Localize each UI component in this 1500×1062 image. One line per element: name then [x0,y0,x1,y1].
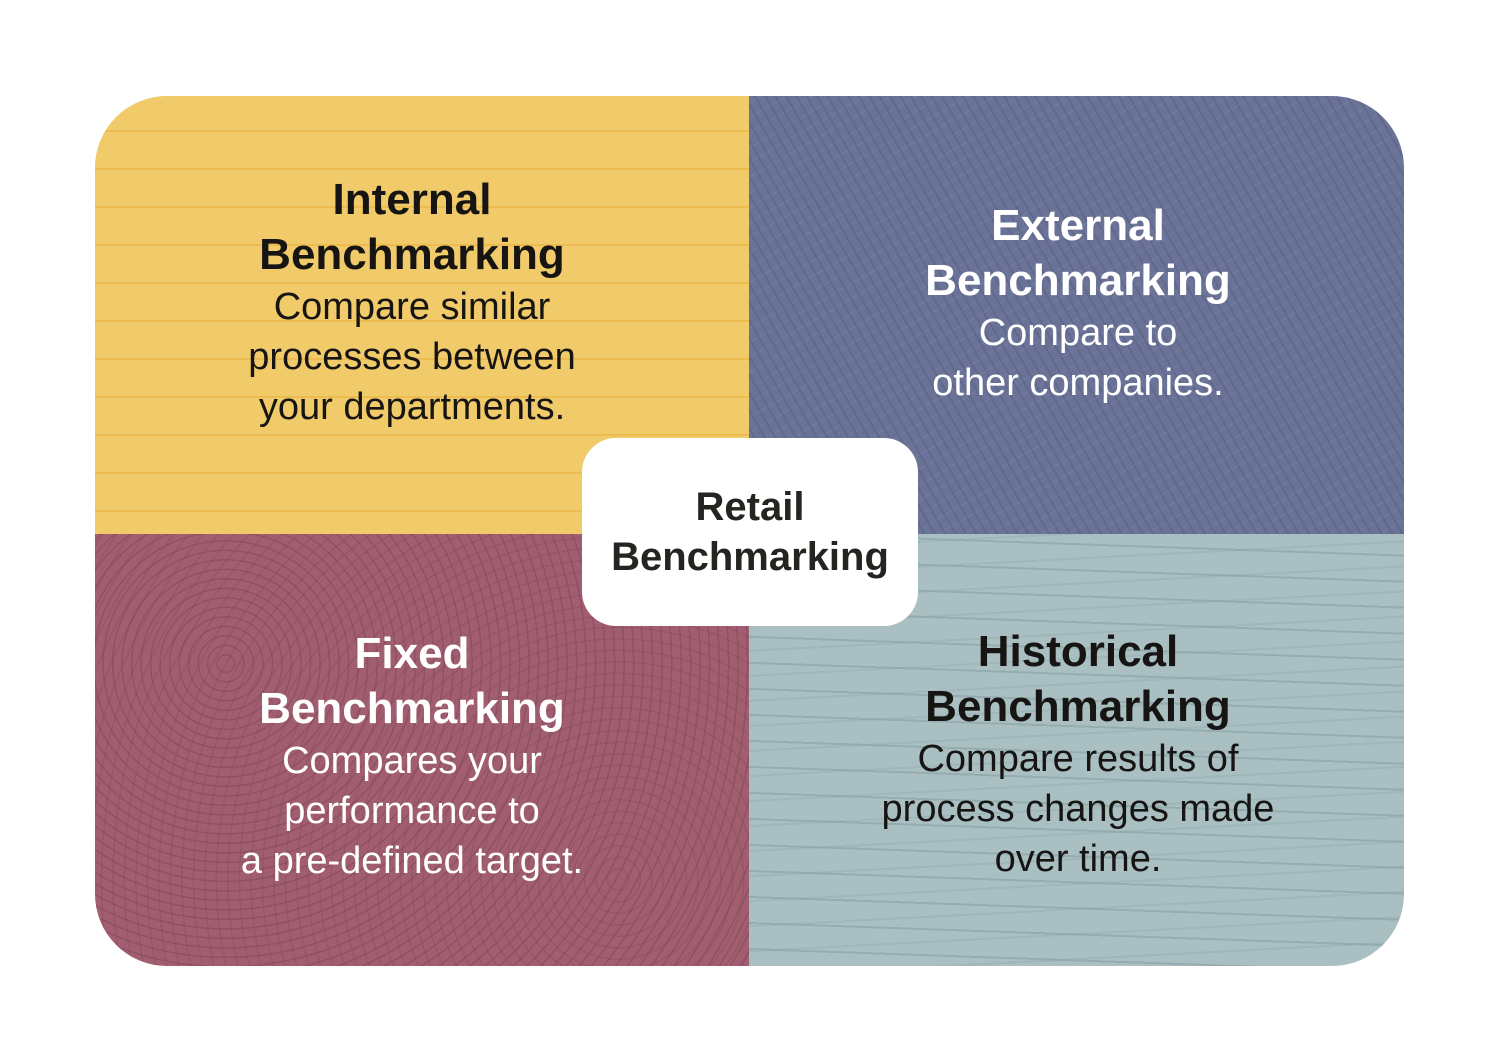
internal-desc-line3: your departments. [258,386,566,428]
quadrant-internal-benchmarking: Internal Benchmarking Compare similar pr… [95,96,749,534]
fixed-title-line2: Benchmarking [259,684,565,733]
benchmarking-quadrant-card: Internal Benchmarking Compare similar pr… [95,96,1404,966]
historical-desc-line1: Compare results of [917,738,1239,780]
external-title-line2: Benchmarking [925,256,1231,305]
external-desc-line2: other companies. [932,362,1224,404]
internal-title-line1: Internal [332,175,492,224]
center-title-line1: Retail [695,485,805,529]
center-title-line2: Benchmarking [611,535,889,579]
fixed-title-line1: Fixed [354,629,470,678]
historical-desc-line2: process changes made [881,788,1275,830]
fixed-desc-line2: performance to [284,790,540,832]
internal-title-line2: Benchmarking [259,230,565,279]
historical-title-line2: Benchmarking [925,682,1231,731]
internal-desc-line1: Compare similar [273,286,551,328]
internal-text-block: Internal Benchmarking Compare similar pr… [152,172,672,432]
external-desc-line1: Compare to [978,312,1178,354]
fixed-desc-line3: a pre-defined target. [240,840,584,882]
fixed-text-block: Fixed Benchmarking Compares your perform… [152,626,672,886]
fixed-desc-line1: Compares your [282,740,542,782]
internal-desc-line2: processes between [248,336,576,378]
external-title-line1: External [991,201,1165,250]
historical-desc-line3: over time. [994,838,1162,880]
center-retail-benchmarking-box: Retail Benchmarking [582,438,918,626]
historical-title-line1: Historical [977,627,1179,676]
historical-text-block: Historical Benchmarking Compare results … [818,624,1338,884]
external-text-block: External Benchmarking Compare to other c… [818,198,1338,408]
